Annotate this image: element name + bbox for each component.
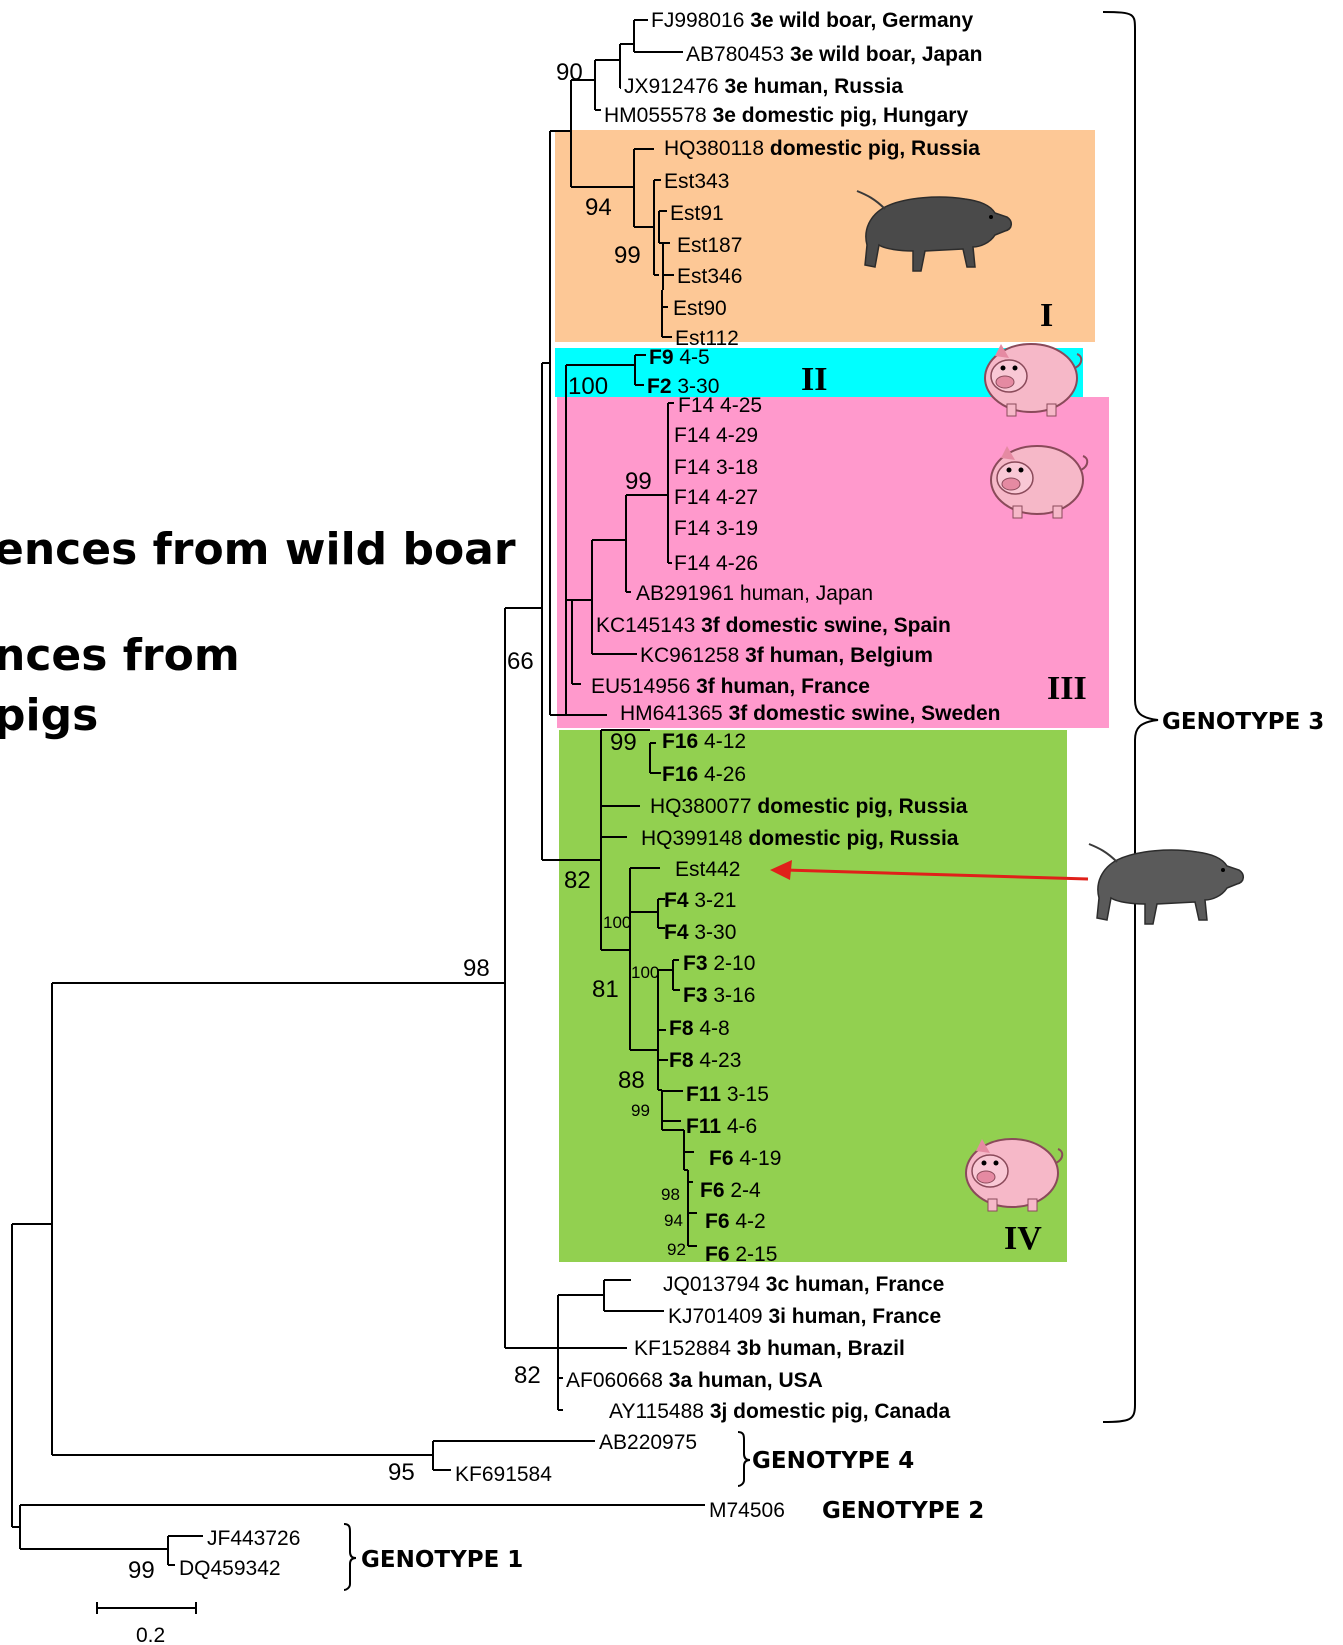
bootstrap-value: 66 bbox=[507, 648, 534, 675]
bootstrap-value: 99 bbox=[610, 729, 637, 756]
scale-bar-label: 0.2 bbox=[136, 1624, 165, 1645]
tip-label: HQ380077 domestic pig, Russia bbox=[650, 795, 968, 818]
tip-label: F6 4-19 bbox=[709, 1147, 781, 1170]
cluster-label-IV: IV bbox=[1004, 1220, 1042, 1257]
bootstrap-value: 94 bbox=[664, 1211, 683, 1230]
tip-label: M74506 bbox=[709, 1499, 785, 1522]
tip-label: AB780453 3e wild boar, Japan bbox=[686, 43, 983, 66]
bootstrap-value: 88 bbox=[618, 1067, 645, 1094]
genotype-1-label: GENOTYPE 1 bbox=[361, 1547, 523, 1573]
bootstrap-value: 82 bbox=[564, 867, 591, 894]
tip-label: JF443726 bbox=[207, 1527, 300, 1550]
tip-label: F16 4-12 bbox=[662, 730, 746, 753]
tip-label: F6 4-2 bbox=[705, 1210, 766, 1233]
tip-label: F14 3-19 bbox=[674, 517, 758, 540]
side-text-line3: pigs bbox=[0, 690, 98, 741]
genotype-4-label: GENOTYPE 4 bbox=[752, 1448, 914, 1474]
bootstrap-value: 90 bbox=[556, 59, 583, 86]
tip-label: F6 2-4 bbox=[700, 1179, 761, 1202]
tip-label: KC961258 3f human, Belgium bbox=[640, 644, 933, 667]
bootstrap-value: 99 bbox=[625, 468, 652, 495]
cluster-label-I: I bbox=[1040, 297, 1053, 334]
wild-boar-icon bbox=[1089, 844, 1243, 924]
bootstrap-value: 95 bbox=[388, 1459, 415, 1486]
tip-label: KF152884 3b human, Brazil bbox=[634, 1337, 905, 1360]
tip-label: AF060668 3a human, USA bbox=[566, 1369, 823, 1392]
bootstrap-value: 92 bbox=[667, 1240, 686, 1259]
tip-label: F9 4-5 bbox=[649, 346, 710, 369]
tip-label: F14 4-26 bbox=[674, 552, 758, 575]
tip-label: F4 3-21 bbox=[664, 889, 736, 912]
tip-label: F14 4-25 bbox=[678, 394, 762, 417]
tip-label: HQ380118 domestic pig, Russia bbox=[664, 137, 980, 160]
side-text-line2: nces from bbox=[0, 630, 240, 681]
tip-label: F14 4-27 bbox=[674, 486, 758, 509]
tip-label: Est343 bbox=[664, 170, 729, 193]
tip-label: AB220975 bbox=[599, 1431, 697, 1454]
tip-label: HM641365 3f domestic swine, Sweden bbox=[620, 702, 1001, 725]
tip-label: F14 4-29 bbox=[674, 424, 758, 447]
tip-label: F3 3-16 bbox=[683, 984, 755, 1007]
tip-label: F16 4-26 bbox=[662, 763, 746, 786]
cluster-I-box bbox=[555, 130, 1095, 342]
bootstrap-value: 81 bbox=[592, 976, 619, 1003]
tip-label: AB291961 human, Japan bbox=[636, 582, 873, 605]
tip-label: JQ013794 3c human, France bbox=[663, 1273, 944, 1296]
tip-label: F6 2-15 bbox=[705, 1243, 777, 1266]
bootstrap-value: 100 bbox=[568, 373, 608, 400]
bootstrap-value: 100 bbox=[631, 963, 659, 982]
tip-label: Est187 bbox=[677, 234, 742, 257]
tip-label: F14 3-18 bbox=[674, 456, 758, 479]
cluster-label-III: III bbox=[1047, 670, 1087, 707]
tip-label: F8 4-23 bbox=[669, 1049, 741, 1072]
tip-label: FJ998016 3e wild boar, Germany bbox=[651, 9, 973, 32]
tip-label: HM055578 3e domestic pig, Hungary bbox=[604, 104, 968, 127]
bootstrap-value: 100 bbox=[603, 913, 631, 932]
bootstrap-value: 98 bbox=[463, 955, 490, 982]
genotype-2-label: GENOTYPE 2 bbox=[822, 1498, 984, 1524]
tip-label: KF691584 bbox=[455, 1463, 552, 1486]
tip-label: Est90 bbox=[673, 297, 727, 320]
tip-label: Est346 bbox=[677, 265, 742, 288]
tip-label: Est91 bbox=[670, 202, 724, 225]
tip-label: HQ399148 domestic pig, Russia bbox=[641, 827, 959, 850]
tip-label: KC145143 3f domestic swine, Spain bbox=[596, 614, 951, 637]
scale-bar bbox=[97, 1602, 196, 1614]
tip-label: F11 4-6 bbox=[686, 1115, 757, 1138]
bootstrap-value: 99 bbox=[128, 1557, 155, 1584]
tip-label: F3 2-10 bbox=[683, 952, 755, 975]
side-text-line1: ences from wild boar bbox=[0, 524, 516, 575]
bootstrap-value: 99 bbox=[631, 1101, 650, 1120]
bootstrap-value: 94 bbox=[585, 194, 612, 221]
bootstrap-value: 82 bbox=[514, 1362, 541, 1389]
tip-label: KJ701409 3i human, France bbox=[668, 1305, 941, 1328]
genotype-3-label: GENOTYPE 3 bbox=[1162, 709, 1324, 735]
tip-label: F8 4-8 bbox=[669, 1017, 730, 1040]
tip-label: F11 3-15 bbox=[686, 1083, 769, 1106]
tip-label: F4 3-30 bbox=[664, 921, 736, 944]
bootstrap-value: 98 bbox=[661, 1185, 680, 1204]
bootstrap-value: 99 bbox=[614, 242, 641, 269]
tip-label: AY115488 3j domestic pig, Canada bbox=[609, 1400, 951, 1423]
tip-label: JX912476 3e human, Russia bbox=[624, 75, 903, 98]
cluster-label-II: II bbox=[801, 361, 827, 398]
tip-label: DQ459342 bbox=[179, 1557, 281, 1580]
tip-label: Est442 bbox=[675, 858, 740, 881]
tip-label: EU514956 3f human, France bbox=[591, 675, 870, 698]
